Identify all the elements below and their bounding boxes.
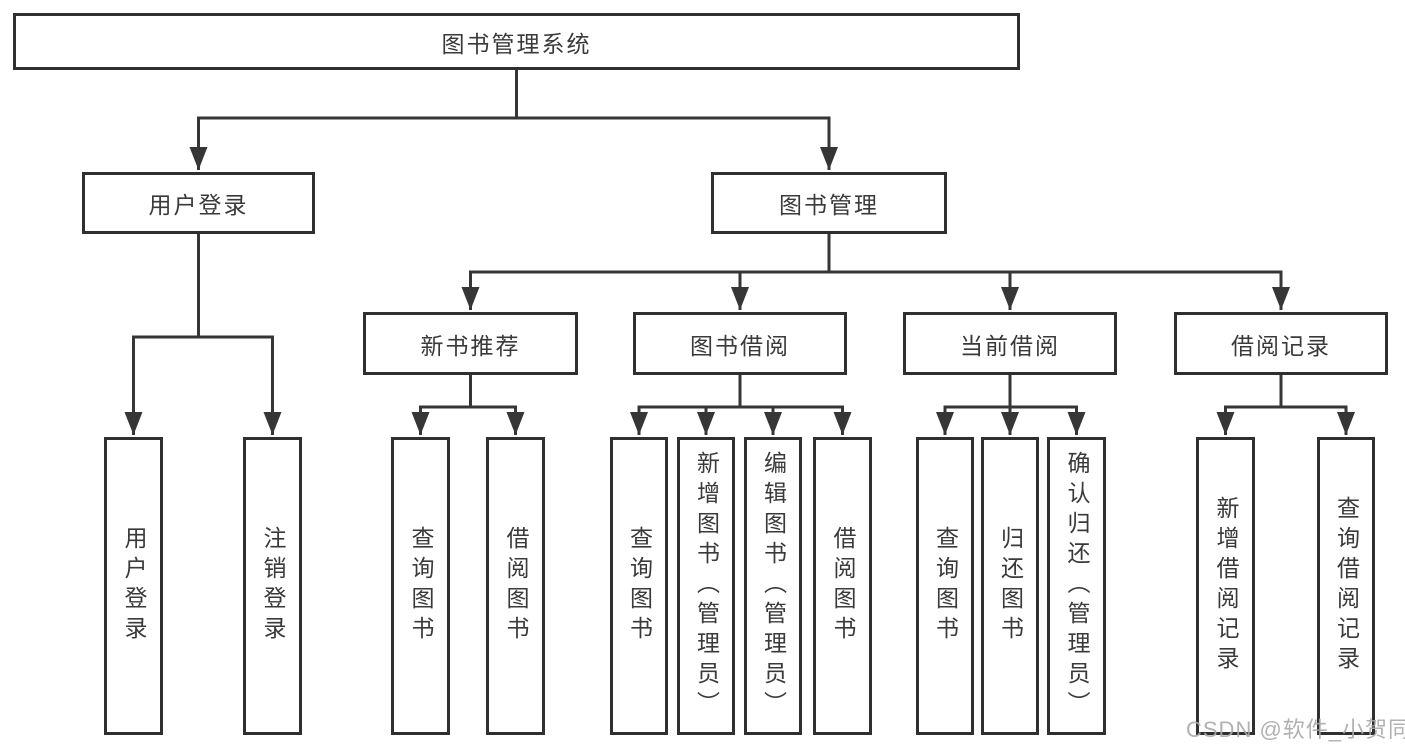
connector-new-book-recommend-children: [411, 373, 525, 435]
node-borrow-records: 借阅记录: [1174, 312, 1388, 375]
node-book-management: 图书管理: [711, 172, 947, 234]
node-book-borrow: 图书借阅: [633, 312, 847, 375]
leaf-borrow-books: 借阅图书: [813, 437, 872, 735]
csdn-watermark: CSDN @软件_小贺同学: [1186, 717, 1405, 742]
connector-root-to-level2: [189, 67, 838, 170]
leaf-user-login: 用户登录: [104, 437, 163, 735]
leaf-query-books-recommend: 查询图书: [391, 437, 450, 735]
node-new-book-recommend: 新书推荐: [363, 312, 578, 375]
leaf-edit-book-admin: 编辑图书（管理员）: [744, 437, 802, 735]
connector-current-borrow-children: [936, 373, 1086, 435]
connector-book-borrow-children: [630, 373, 852, 435]
connector-book-management-children: [461, 232, 1290, 310]
connector-borrow-records-children: [1216, 373, 1355, 435]
leaf-logout: 注销登录: [243, 437, 302, 735]
leaf-return-book: 归还图书: [981, 437, 1039, 735]
leaf-query-borrow-record: 查询借阅记录: [1317, 437, 1375, 735]
leaf-borrow-books-recommend: 借阅图书: [486, 437, 545, 735]
node-current-borrow: 当前借阅: [903, 312, 1117, 375]
leaf-add-borrow-record: 新增借阅记录: [1196, 437, 1255, 735]
leaf-query-books-current: 查询图书: [916, 437, 974, 735]
node-user-login: 用户登录: [82, 172, 315, 234]
connector-user-login-children: [124, 232, 282, 435]
leaf-query-books-borrow: 查询图书: [610, 437, 668, 735]
leaf-add-book-admin: 新增图书（管理员）: [677, 437, 735, 735]
leaf-confirm-return-admin: 确认归还（管理员）: [1047, 437, 1106, 735]
node-library-system: 图书管理系统: [13, 13, 1020, 70]
